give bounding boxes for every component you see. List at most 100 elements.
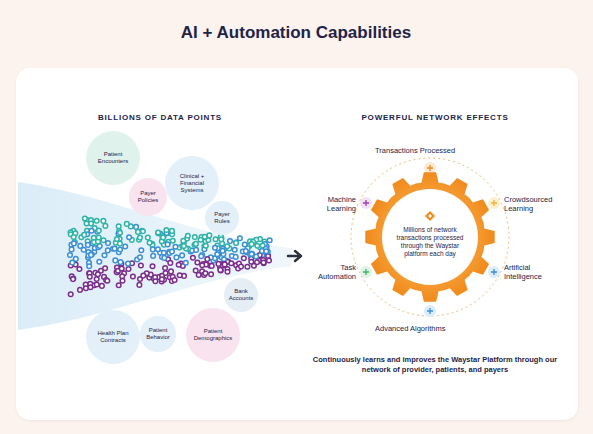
- data-dot: [219, 237, 224, 242]
- data-dot: [100, 284, 105, 289]
- data-dot: [156, 231, 161, 236]
- data-dot: [88, 285, 93, 290]
- section-heading: POWERFUL NETWORK EFFECTS: [335, 113, 535, 122]
- data-dot: [141, 273, 146, 278]
- data-dot: [195, 260, 200, 265]
- data-dot: [162, 256, 167, 261]
- data-dot: [165, 242, 170, 247]
- diamond-icon: [425, 211, 435, 221]
- data-dot: [225, 244, 230, 249]
- data-dot: [173, 244, 178, 249]
- gear-text: Millions of network transactions process…: [393, 226, 467, 258]
- data-dot: [225, 270, 230, 275]
- data-dot: [84, 286, 89, 291]
- bubble-text: Patient Encounters: [93, 151, 134, 165]
- data-dot: [138, 235, 143, 240]
- data-dot: [89, 253, 94, 258]
- data-dot: [139, 263, 144, 268]
- data-dot: [163, 271, 168, 276]
- data-dot: [89, 221, 94, 226]
- data-dot: [90, 252, 95, 257]
- data-dot: [160, 235, 165, 240]
- bubble-text: Clinical + Financial Systems: [172, 173, 213, 194]
- data-dot: [239, 264, 244, 269]
- data-dot: [89, 228, 94, 233]
- data-dot: [234, 240, 239, 245]
- data-dot: [245, 264, 250, 269]
- bubble-body: Clinical + Financial Systems: [172, 173, 213, 194]
- bubble-body: Bank Accounts: [228, 288, 254, 302]
- data-dot: [96, 235, 101, 240]
- data-dot: [164, 228, 169, 233]
- data-dot: [141, 229, 146, 234]
- data-dot: [249, 242, 254, 247]
- data-dot: [213, 245, 218, 250]
- data-dot: [203, 271, 208, 276]
- data-dot: [126, 261, 131, 266]
- data-dot: [81, 248, 86, 253]
- data-dot: [106, 241, 111, 246]
- data-dot: [220, 249, 225, 254]
- gear-teeth: [365, 172, 494, 301]
- data-dot: [169, 269, 174, 274]
- data-dot: [232, 248, 237, 253]
- data-dot: [193, 268, 198, 273]
- data-dot: [229, 261, 234, 266]
- bubble-text: Bank Accounts: [228, 288, 254, 302]
- data-dot: [174, 255, 179, 260]
- data-dot: [249, 252, 254, 257]
- data-dot: [238, 236, 243, 241]
- data-dot: [150, 264, 155, 269]
- data-dot: [161, 235, 166, 240]
- data-dot: [249, 252, 254, 257]
- caption-text: Continuously learns and improves the Way…: [310, 355, 560, 375]
- data-dot: [118, 260, 123, 265]
- data-dot: [88, 275, 93, 280]
- data-dot: [94, 282, 99, 287]
- data-dot: [215, 252, 220, 257]
- capability-label: Transactions Processed: [375, 146, 485, 155]
- gear-center: [382, 189, 478, 285]
- data-dot: [233, 255, 238, 260]
- data-dot: [116, 283, 121, 288]
- data-dot: [78, 288, 83, 293]
- data-dot: [147, 241, 152, 246]
- data-dot: [87, 264, 92, 269]
- data-dot: [101, 238, 106, 243]
- plus-markers: [360, 162, 500, 317]
- data-dot: [200, 263, 205, 268]
- data-dot: [222, 262, 227, 267]
- data-dot: [94, 218, 99, 223]
- capability-label: Advanced Algorithms: [375, 324, 485, 333]
- data-dot: [168, 261, 173, 266]
- data-dot: [170, 229, 175, 234]
- data-bubble: Patient Behavior: [140, 316, 176, 352]
- capability-label: Machine Learning: [306, 195, 356, 213]
- data-dot: [151, 247, 156, 252]
- diamond-core: [428, 214, 432, 218]
- bubble-body: Patient Behavior: [145, 327, 172, 341]
- data-dot: [243, 242, 248, 247]
- data-dot: [222, 261, 227, 266]
- data-bubble: Bank Accounts: [224, 278, 258, 312]
- data-dot: [68, 292, 73, 297]
- data-dot: [112, 246, 117, 251]
- data-bubble: Clinical + Financial Systems: [165, 156, 219, 210]
- data-dot: [136, 230, 141, 235]
- data-bubble: Health Plan Contracts: [86, 310, 140, 364]
- data-bubble: Patient Demographics: [186, 308, 240, 362]
- data-dot: [101, 219, 106, 224]
- data-dot: [118, 247, 123, 252]
- data-dot: [69, 247, 74, 252]
- data-dot: [170, 249, 175, 254]
- data-dot: [106, 248, 111, 253]
- data-dot: [134, 225, 139, 230]
- data-dot: [162, 251, 167, 256]
- data-dot: [156, 230, 161, 235]
- data-dot: [180, 253, 185, 258]
- data-dot: [125, 222, 130, 227]
- data-dot: [213, 237, 218, 242]
- data-dot: [176, 262, 181, 267]
- bubble-text: Payer Policies: [134, 190, 163, 204]
- data-dot: [118, 241, 123, 246]
